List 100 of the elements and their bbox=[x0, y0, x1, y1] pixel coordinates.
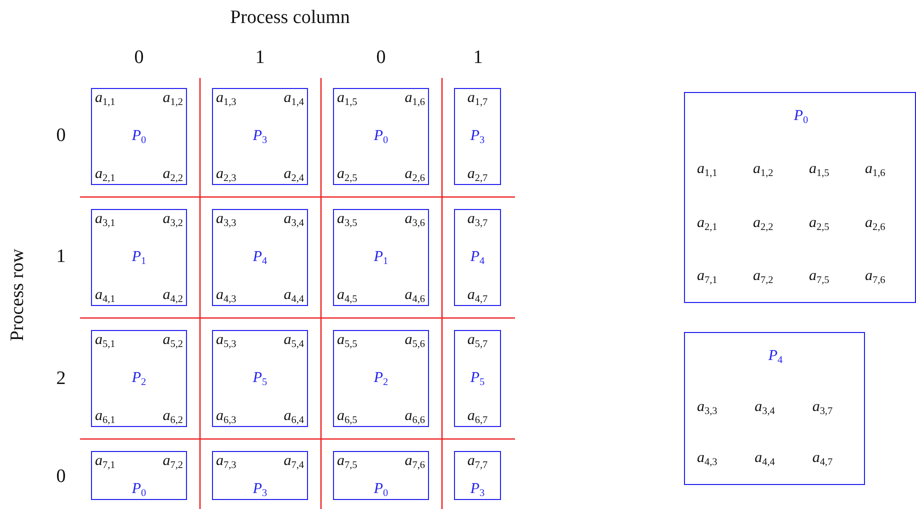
column-index: 0 bbox=[376, 47, 386, 69]
process-label: P$_{3}$ bbox=[252, 482, 268, 497]
matrix-entry: a$_{4,6}$ bbox=[404, 288, 425, 303]
matrix-entry: a$_{3,4}$ bbox=[754, 400, 775, 415]
matrix-block bbox=[212, 88, 308, 185]
column-index: 0 bbox=[134, 47, 144, 69]
matrix-entry: a$_{3,3}$ bbox=[697, 400, 718, 415]
matrix-entry: a$_{3,2}$ bbox=[162, 212, 183, 227]
matrix-entry: a$_{4,7}$ bbox=[812, 451, 833, 466]
process-label: P$_{2}$ bbox=[374, 371, 388, 386]
process-label: P$_{0}$ bbox=[794, 109, 808, 124]
process-label: P$_{4}$ bbox=[470, 250, 485, 265]
process-label: P$_{0}$ bbox=[374, 482, 388, 497]
matrix-entry: a$_{2,4}$ bbox=[284, 167, 304, 182]
process-label: P$_{5}$ bbox=[470, 371, 485, 386]
matrix-entry: a$_{4,2}$ bbox=[162, 288, 183, 303]
matrix-entry: a$_{1,2}$ bbox=[753, 162, 774, 178]
row-index: 2 bbox=[56, 368, 66, 390]
column-index: 1 bbox=[255, 47, 265, 69]
matrix-entry: a$_{2,7}$ bbox=[467, 167, 488, 182]
matrix-entry: a$_{3,1}$ bbox=[95, 212, 116, 227]
matrix-entry: a$_{5,7}$ bbox=[467, 333, 488, 348]
matrix-entry: a$_{7,4}$ bbox=[284, 454, 304, 469]
matrix-entry: a$_{7,7}$ bbox=[467, 454, 488, 469]
matrix-entry: a$_{7,3}$ bbox=[216, 454, 236, 469]
matrix-entry: a$_{1,3}$ bbox=[216, 91, 236, 106]
matrix-entry: a$_{7,1}$ bbox=[95, 454, 116, 469]
matrix-block bbox=[333, 451, 429, 500]
matrix-block bbox=[212, 209, 308, 306]
matrix-entry: a$_{4,3}$ bbox=[697, 451, 718, 466]
matrix-entry: a$_{2,3}$ bbox=[216, 167, 236, 182]
matrix-entry: a$_{4,3}$ bbox=[216, 288, 236, 303]
matrix-entry: a$_{6,1}$ bbox=[95, 409, 116, 424]
matrix-entry: a$_{3,6}$ bbox=[404, 212, 425, 227]
matrix-entry: a$_{3,4}$ bbox=[284, 212, 304, 227]
matrix-entry: a$_{1,2}$ bbox=[162, 91, 183, 106]
matrix-block bbox=[454, 451, 501, 500]
matrix-block bbox=[91, 451, 187, 500]
matrix-entry: a$_{6,7}$ bbox=[467, 409, 488, 424]
matrix-entry: a$_{1,6}$ bbox=[865, 162, 886, 178]
matrix-block bbox=[454, 330, 501, 427]
process-label: P$_{1}$ bbox=[132, 250, 146, 265]
matrix-entry: a$_{1,1}$ bbox=[697, 162, 718, 178]
matrix-entry: a$_{4,4}$ bbox=[754, 451, 775, 466]
matrix-entry: a$_{2,6}$ bbox=[404, 167, 425, 182]
matrix-entry: a$_{2,5}$ bbox=[809, 216, 830, 231]
matrix-entry: a$_{1,7}$ bbox=[467, 91, 488, 106]
matrix-entry: a$_{3,7}$ bbox=[812, 400, 833, 415]
matrix-entry: a$_{4,4}$ bbox=[284, 288, 304, 303]
process-label: P$_{4}$ bbox=[252, 250, 268, 265]
process-label: P$_{5}$ bbox=[252, 371, 268, 386]
matrix-block bbox=[212, 330, 308, 427]
matrix-entry: a$_{6,2}$ bbox=[162, 409, 183, 424]
row-index: 0 bbox=[56, 466, 66, 488]
process-label: P$_{3}$ bbox=[252, 129, 268, 144]
matrix-entry: a$_{1,4}$ bbox=[284, 91, 304, 106]
matrix-entry: a$_{6,6}$ bbox=[404, 409, 425, 424]
matrix-entry: a$_{3,3}$ bbox=[216, 212, 236, 227]
matrix-entry: a$_{2,5}$ bbox=[337, 167, 358, 182]
matrix-entry: a$_{2,6}$ bbox=[865, 216, 886, 231]
matrix-entry: a$_{5,2}$ bbox=[162, 333, 183, 348]
matrix-block bbox=[212, 451, 308, 500]
matrix-entry: a$_{4,1}$ bbox=[95, 288, 116, 303]
matrix-entry: a$_{2,2}$ bbox=[753, 216, 774, 231]
matrix-entry: a$_{1,1}$ bbox=[95, 91, 116, 106]
matrix-entry: a$_{5,4}$ bbox=[284, 333, 304, 348]
process-label: P$_{2}$ bbox=[132, 371, 146, 386]
matrix-block bbox=[91, 209, 187, 306]
matrix-entry: a$_{4,7}$ bbox=[467, 288, 488, 303]
matrix-entry: a$_{1,5}$ bbox=[809, 162, 830, 178]
matrix-entry: a$_{3,5}$ bbox=[337, 212, 358, 227]
process-label: P$_{0}$ bbox=[374, 129, 388, 144]
matrix-entry: a$_{6,5}$ bbox=[337, 409, 358, 424]
matrix-entry: a$_{2,1}$ bbox=[697, 216, 718, 231]
matrix-entry: a$_{7,2}$ bbox=[162, 454, 183, 469]
matrix-entry: a$_{2,1}$ bbox=[95, 167, 116, 182]
matrix-block bbox=[333, 88, 429, 185]
matrix-entry: a$_{1,6}$ bbox=[404, 91, 425, 106]
matrix-entry: a$_{7,2}$ bbox=[753, 268, 774, 284]
process-label: P$_{3}$ bbox=[470, 482, 485, 497]
matrix-entry: a$_{4,5}$ bbox=[337, 288, 358, 303]
matrix-block bbox=[333, 209, 429, 306]
column-index: 1 bbox=[473, 47, 483, 69]
matrix-entry: a$_{6,4}$ bbox=[284, 409, 304, 424]
matrix-block bbox=[454, 88, 501, 185]
matrix-entry: a$_{5,6}$ bbox=[404, 333, 425, 348]
matrix-entry: a$_{3,7}$ bbox=[467, 212, 488, 227]
matrix-block bbox=[91, 330, 187, 427]
process-label: P$_{0}$ bbox=[132, 482, 146, 497]
matrix-block bbox=[454, 209, 501, 306]
matrix-entry: a$_{7,6}$ bbox=[865, 268, 886, 284]
matrix-entry: a$_{1,5}$ bbox=[337, 91, 358, 106]
matrix-entry: a$_{2,2}$ bbox=[162, 167, 183, 182]
matrix-entry: a$_{7,5}$ bbox=[809, 268, 830, 284]
process-block bbox=[684, 92, 916, 303]
process-label: P$_{1}$ bbox=[374, 250, 388, 265]
matrix-entry: a$_{6,3}$ bbox=[216, 409, 236, 424]
process-label: P$_{4}$ bbox=[768, 349, 783, 364]
process-label: P$_{0}$ bbox=[132, 129, 146, 144]
row-index: 0 bbox=[56, 125, 66, 147]
